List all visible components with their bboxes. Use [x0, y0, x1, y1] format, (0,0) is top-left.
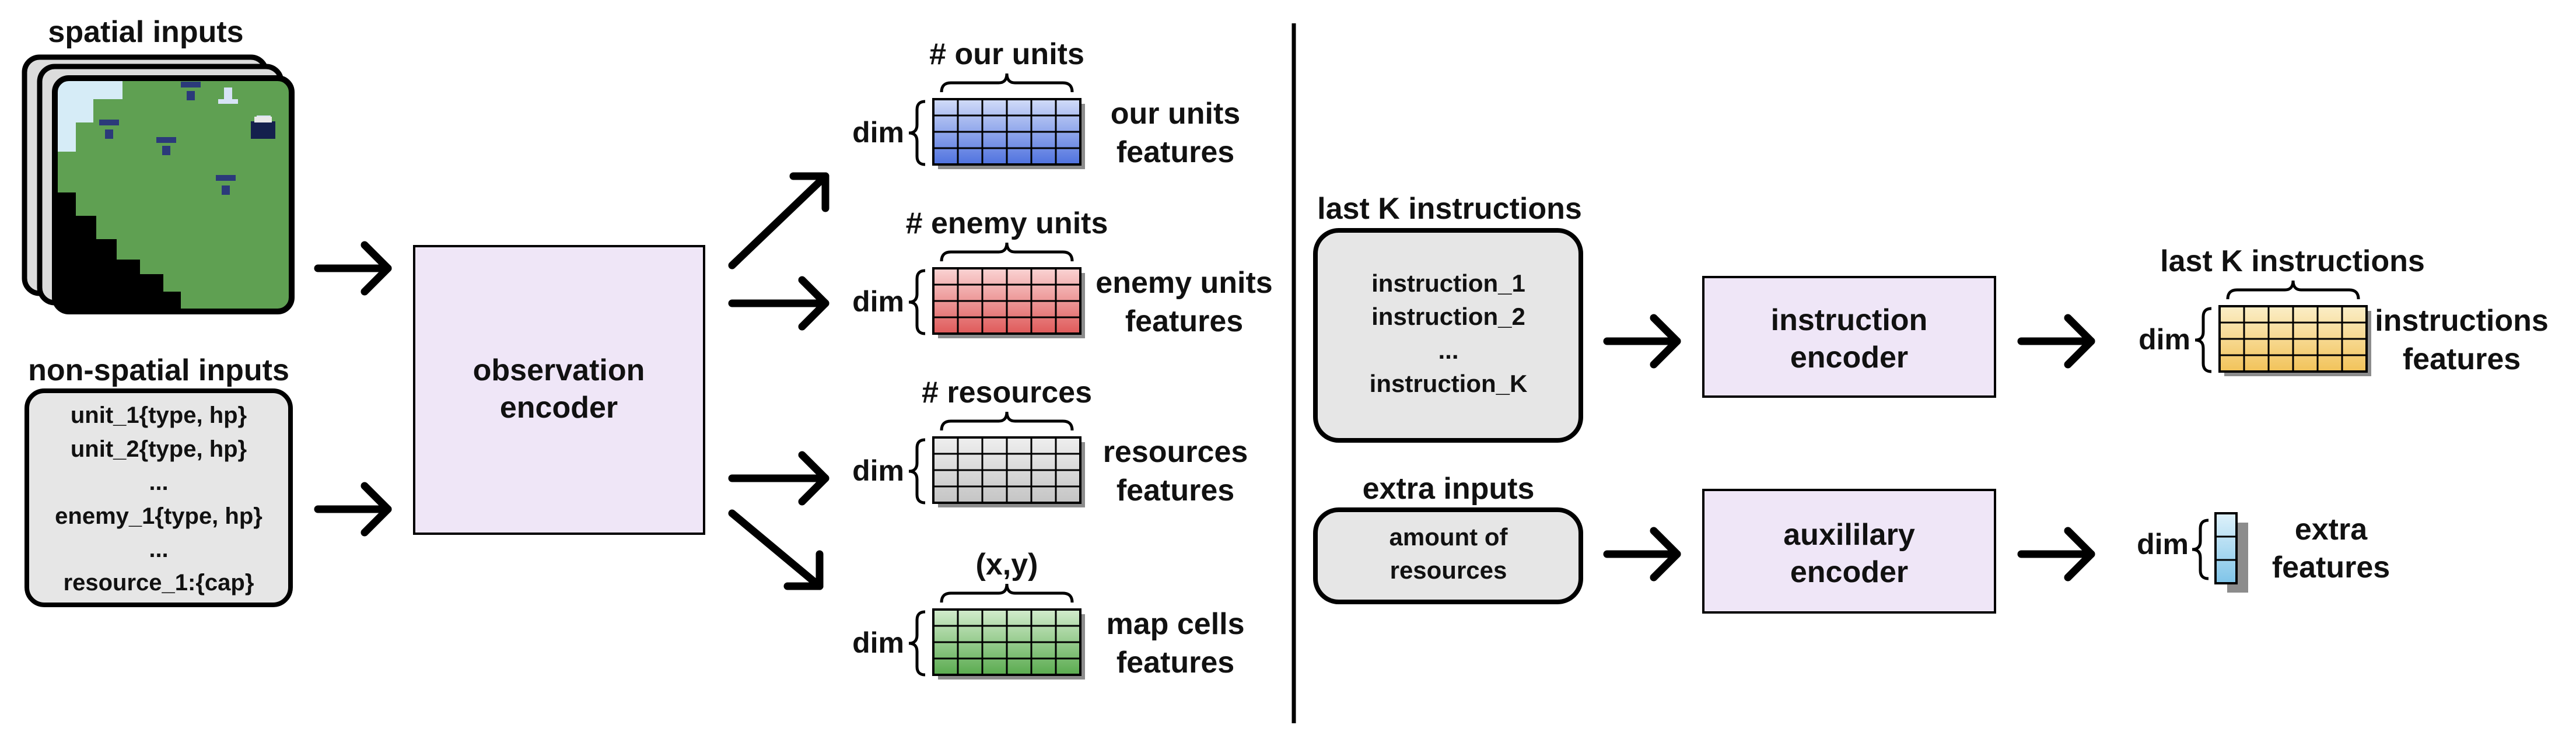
spatial-map-stack	[22, 54, 295, 314]
observation-encoder-label: observation	[473, 353, 645, 387]
instructions-features-count-brace	[2226, 280, 2360, 300]
arrow-to-extra-features	[2017, 527, 2095, 582]
non-spatial-line: unit_1{type, hp}	[71, 402, 247, 428]
instructions-features: last K instructions dim instructions featur…	[2138, 244, 2549, 376]
extra-features-label: extra	[2295, 513, 2368, 547]
instruction-encoder-box	[1702, 276, 1996, 398]
instruction-line: instruction_2	[1371, 303, 1525, 330]
resources-features-count-label: # resources	[922, 376, 1092, 409]
non-spatial-inputs-lines: unit_1{type, hp} unit_2{type, hp} ... en…	[55, 402, 262, 596]
map-cells-features: (x,y) dim map cells features	[852, 548, 1245, 680]
resources-features: # resources dim resources features	[852, 376, 1248, 507]
enemy-units-features: # enemy units dim enemy units features	[852, 206, 1273, 338]
resources-features-label: features	[1116, 474, 1234, 507]
non-spatial-line: unit_2{type, hp}	[71, 436, 247, 462]
spatial-inputs-title: spatial inputs	[48, 15, 243, 49]
our-units-features-label: features	[1116, 135, 1234, 169]
non-spatial-line: enemy_1{type, hp}	[55, 503, 262, 529]
map-cells-features-label: features	[1116, 646, 1234, 680]
our-units-features: # our units dim our units features	[852, 37, 1240, 169]
extra-inputs-box	[1313, 507, 1583, 604]
instruction-encoder-label: encoder	[1790, 341, 1908, 374]
our-units-features-count-brace	[940, 73, 1074, 93]
map-cells-features-dim-label: dim	[852, 626, 904, 659]
auxiliary-encoder-box	[1702, 489, 1996, 614]
arrow-spatial-to-encoder	[314, 241, 392, 296]
non-spatial-line: ...	[149, 537, 168, 562]
instructions-features-label: features	[2403, 342, 2521, 376]
extra-feature-vector	[2214, 512, 2238, 584]
arrow-instructions-to-encoder	[1603, 314, 1681, 369]
extra-dim-label: dim	[2137, 528, 2189, 561]
extra-features-label: features	[2272, 551, 2390, 584]
enemy-units-features-dim-label: dim	[852, 285, 904, 318]
arrow-to-map-cells	[728, 509, 824, 590]
enemy-units-features-label: enemy units	[1096, 266, 1272, 300]
observation-encoder-box	[413, 245, 705, 535]
instruction-line: ...	[1438, 337, 1458, 364]
game-map-thumbnail	[52, 75, 295, 314]
map-cells-features-count-brace	[940, 583, 1074, 603]
extra-dim-brace	[2192, 519, 2209, 580]
arrow-to-instructions-features	[2017, 314, 2095, 369]
instruction-line: instruction_K	[1370, 370, 1528, 397]
resources-features-count-brace	[940, 411, 1074, 431]
instructions-features-label: instructions	[2375, 304, 2549, 338]
enemy-units-features-count-brace	[940, 242, 1074, 262]
our-units-features-count-label: # our units	[929, 37, 1084, 71]
non-spatial-inputs-box	[24, 388, 293, 607]
extra-inputs-line: resources	[1390, 556, 1507, 584]
observation-encoder-label: encoder	[500, 391, 618, 425]
instructions-features-count-label: last K instructions	[2160, 244, 2425, 278]
extra-features: dim extra features	[2137, 512, 2390, 593]
arrow-to-resources	[728, 451, 830, 506]
instruction-line: instruction_1	[1371, 269, 1525, 297]
last-k-instructions-title: last K instructions	[1317, 192, 1582, 226]
our-units-features-dim-label: dim	[852, 116, 904, 149]
enemy-units-features-dim-brace	[908, 269, 926, 335]
extra-inputs-title: extra inputs	[1363, 472, 1535, 506]
last-k-instructions-box	[1313, 228, 1583, 443]
non-spatial-line: resource_1:{cap}	[64, 570, 254, 596]
resources-features-dim-label: dim	[852, 454, 904, 487]
resources-features-dim-brace	[908, 438, 926, 505]
our-units-features-label: our units	[1111, 97, 1240, 131]
enemy-units-features-label: features	[1125, 304, 1243, 338]
extra-inputs-line: amount of	[1390, 523, 1508, 551]
enemy-units-features-count-label: # enemy units	[906, 206, 1108, 240]
instruction-lines: instruction_1 instruction_2 ... instruct…	[1370, 269, 1528, 397]
instructions-features-dim-label: dim	[2138, 323, 2190, 356]
auxiliary-encoder-label: encoder	[1790, 555, 1908, 589]
our-units-features-dim-brace	[908, 100, 926, 166]
auxiliary-encoder-label: auxililary	[1783, 518, 1915, 552]
non-spatial-line: ...	[149, 470, 168, 495]
instructions-features-dim-brace	[2194, 307, 2212, 373]
resources-features-label: resources	[1103, 435, 1248, 469]
arrow-to-our-units	[728, 172, 830, 269]
arrow-extra-to-encoder	[1603, 527, 1681, 582]
map-cells-features-count-label: (x,y)	[976, 548, 1038, 582]
arrow-nonspatial-to-encoder	[314, 482, 392, 537]
instruction-encoder-label: instruction	[1771, 303, 1928, 337]
arrow-to-enemy-units	[728, 276, 830, 331]
map-cells-features-dim-brace	[908, 610, 926, 677]
non-spatial-inputs-title: non-spatial inputs	[28, 353, 289, 387]
map-cells-features-label: map cells	[1106, 607, 1244, 641]
